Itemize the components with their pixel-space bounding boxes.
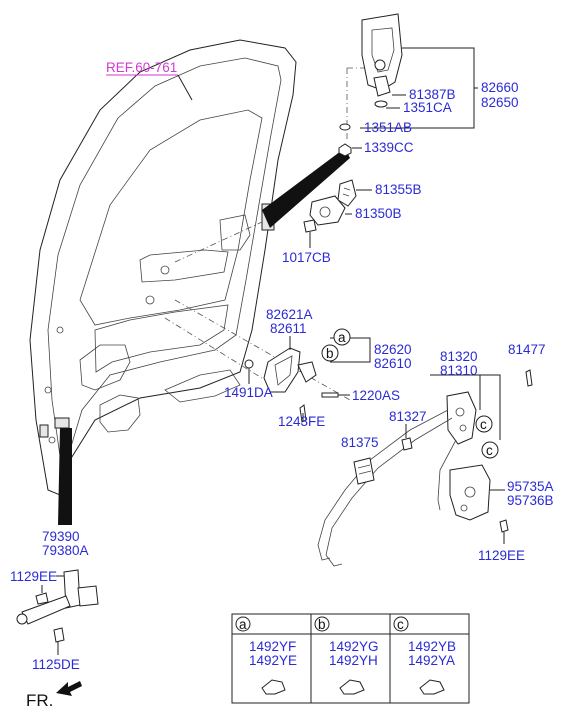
legend-part: 1492YH: [329, 653, 378, 668]
marker-c-1: c: [475, 415, 493, 433]
svg-text:b: b: [326, 346, 334, 361]
legend-marker-c: c: [397, 617, 404, 632]
svg-text:c: c: [480, 417, 487, 432]
marker-c-2: c: [481, 441, 499, 459]
legend-part: 1492YG: [329, 639, 379, 654]
clip-a-icon: [261, 679, 286, 695]
door-panel: [29, 39, 297, 496]
callout-82620: 82620: [374, 342, 412, 357]
striker-plate: [303, 179, 357, 233]
callout-82660: 82660: [481, 80, 519, 95]
front-arrow-icon: [56, 681, 82, 696]
svg-text:a: a: [338, 330, 346, 345]
callout-81477: 81477: [508, 342, 546, 357]
inside-handle: [244, 347, 339, 423]
callout-81350B: 81350B: [355, 206, 402, 221]
outside-handle: [361, 13, 403, 97]
legend-col-a: a 1492YF 1492YE: [235, 616, 297, 695]
callout-81310: 81310: [440, 363, 478, 378]
callout-1243FE: 1243FE: [278, 414, 325, 429]
clip-c-icon: [419, 679, 445, 695]
door-checker: [16, 569, 99, 643]
callout-82611: 82611: [270, 321, 307, 336]
reference-label: REF.60-761: [106, 60, 177, 75]
latch-cover: [449, 464, 509, 533]
legend-part: 1492YB: [408, 639, 456, 654]
legend-marker-a: a: [239, 617, 247, 632]
callout-79380A: 79380A: [42, 543, 89, 558]
legend-part: 1492YA: [408, 653, 455, 668]
legend-col-c: c 1492YB 1492YA: [393, 616, 456, 695]
striker-leader-wedge: [262, 148, 350, 228]
callout-1220AS: 1220AS: [352, 388, 400, 403]
callout-82621A: 82621A: [266, 307, 313, 322]
marker-a: a: [333, 328, 351, 346]
legend-marker-b: b: [318, 617, 326, 632]
front-marker: FR.: [26, 691, 53, 710]
callout-95735A: 95735A: [507, 479, 554, 494]
callout-82610: 82610: [374, 356, 412, 371]
callout-1129EE-right: 1129EE: [478, 548, 525, 563]
checker-leader-wedge: [58, 428, 72, 525]
legend-part: 1492YE: [249, 653, 297, 668]
callout-82650: 82650: [481, 95, 519, 110]
callout-81355B: 81355B: [375, 182, 422, 197]
callout-81375: 81375: [341, 435, 379, 450]
callout-81387B: 81387B: [409, 87, 456, 102]
callout-81327: 81327: [389, 409, 427, 424]
callout-1351AB: 1351AB: [364, 120, 412, 135]
legend-col-b: b 1492YG 1492YH: [314, 616, 379, 695]
callout-1339CC: 1339CC: [364, 140, 414, 155]
callout-1017CB: 1017CB: [282, 250, 331, 265]
washer-parts: [338, 100, 388, 157]
clip-b-icon: [339, 679, 365, 695]
callout-1491DA: 1491DA: [224, 385, 273, 400]
callout-1125DE: 1125DE: [32, 657, 80, 672]
callout-81320: 81320: [440, 349, 478, 364]
svg-text:c: c: [486, 443, 493, 458]
rod-clip: [353, 457, 375, 485]
marker-b: b: [321, 344, 339, 362]
callout-95736B: 95736B: [507, 493, 554, 508]
legend-part: 1492YF: [249, 639, 296, 654]
callout-1129EE-left: 1129EE: [10, 569, 57, 584]
callout-79390: 79390: [42, 529, 80, 544]
clip-legend-table: a 1492YF 1492YE b 1492YG 1492YH c 1492YB…: [231, 613, 470, 704]
callout-1351CA: 1351CA: [403, 100, 452, 115]
